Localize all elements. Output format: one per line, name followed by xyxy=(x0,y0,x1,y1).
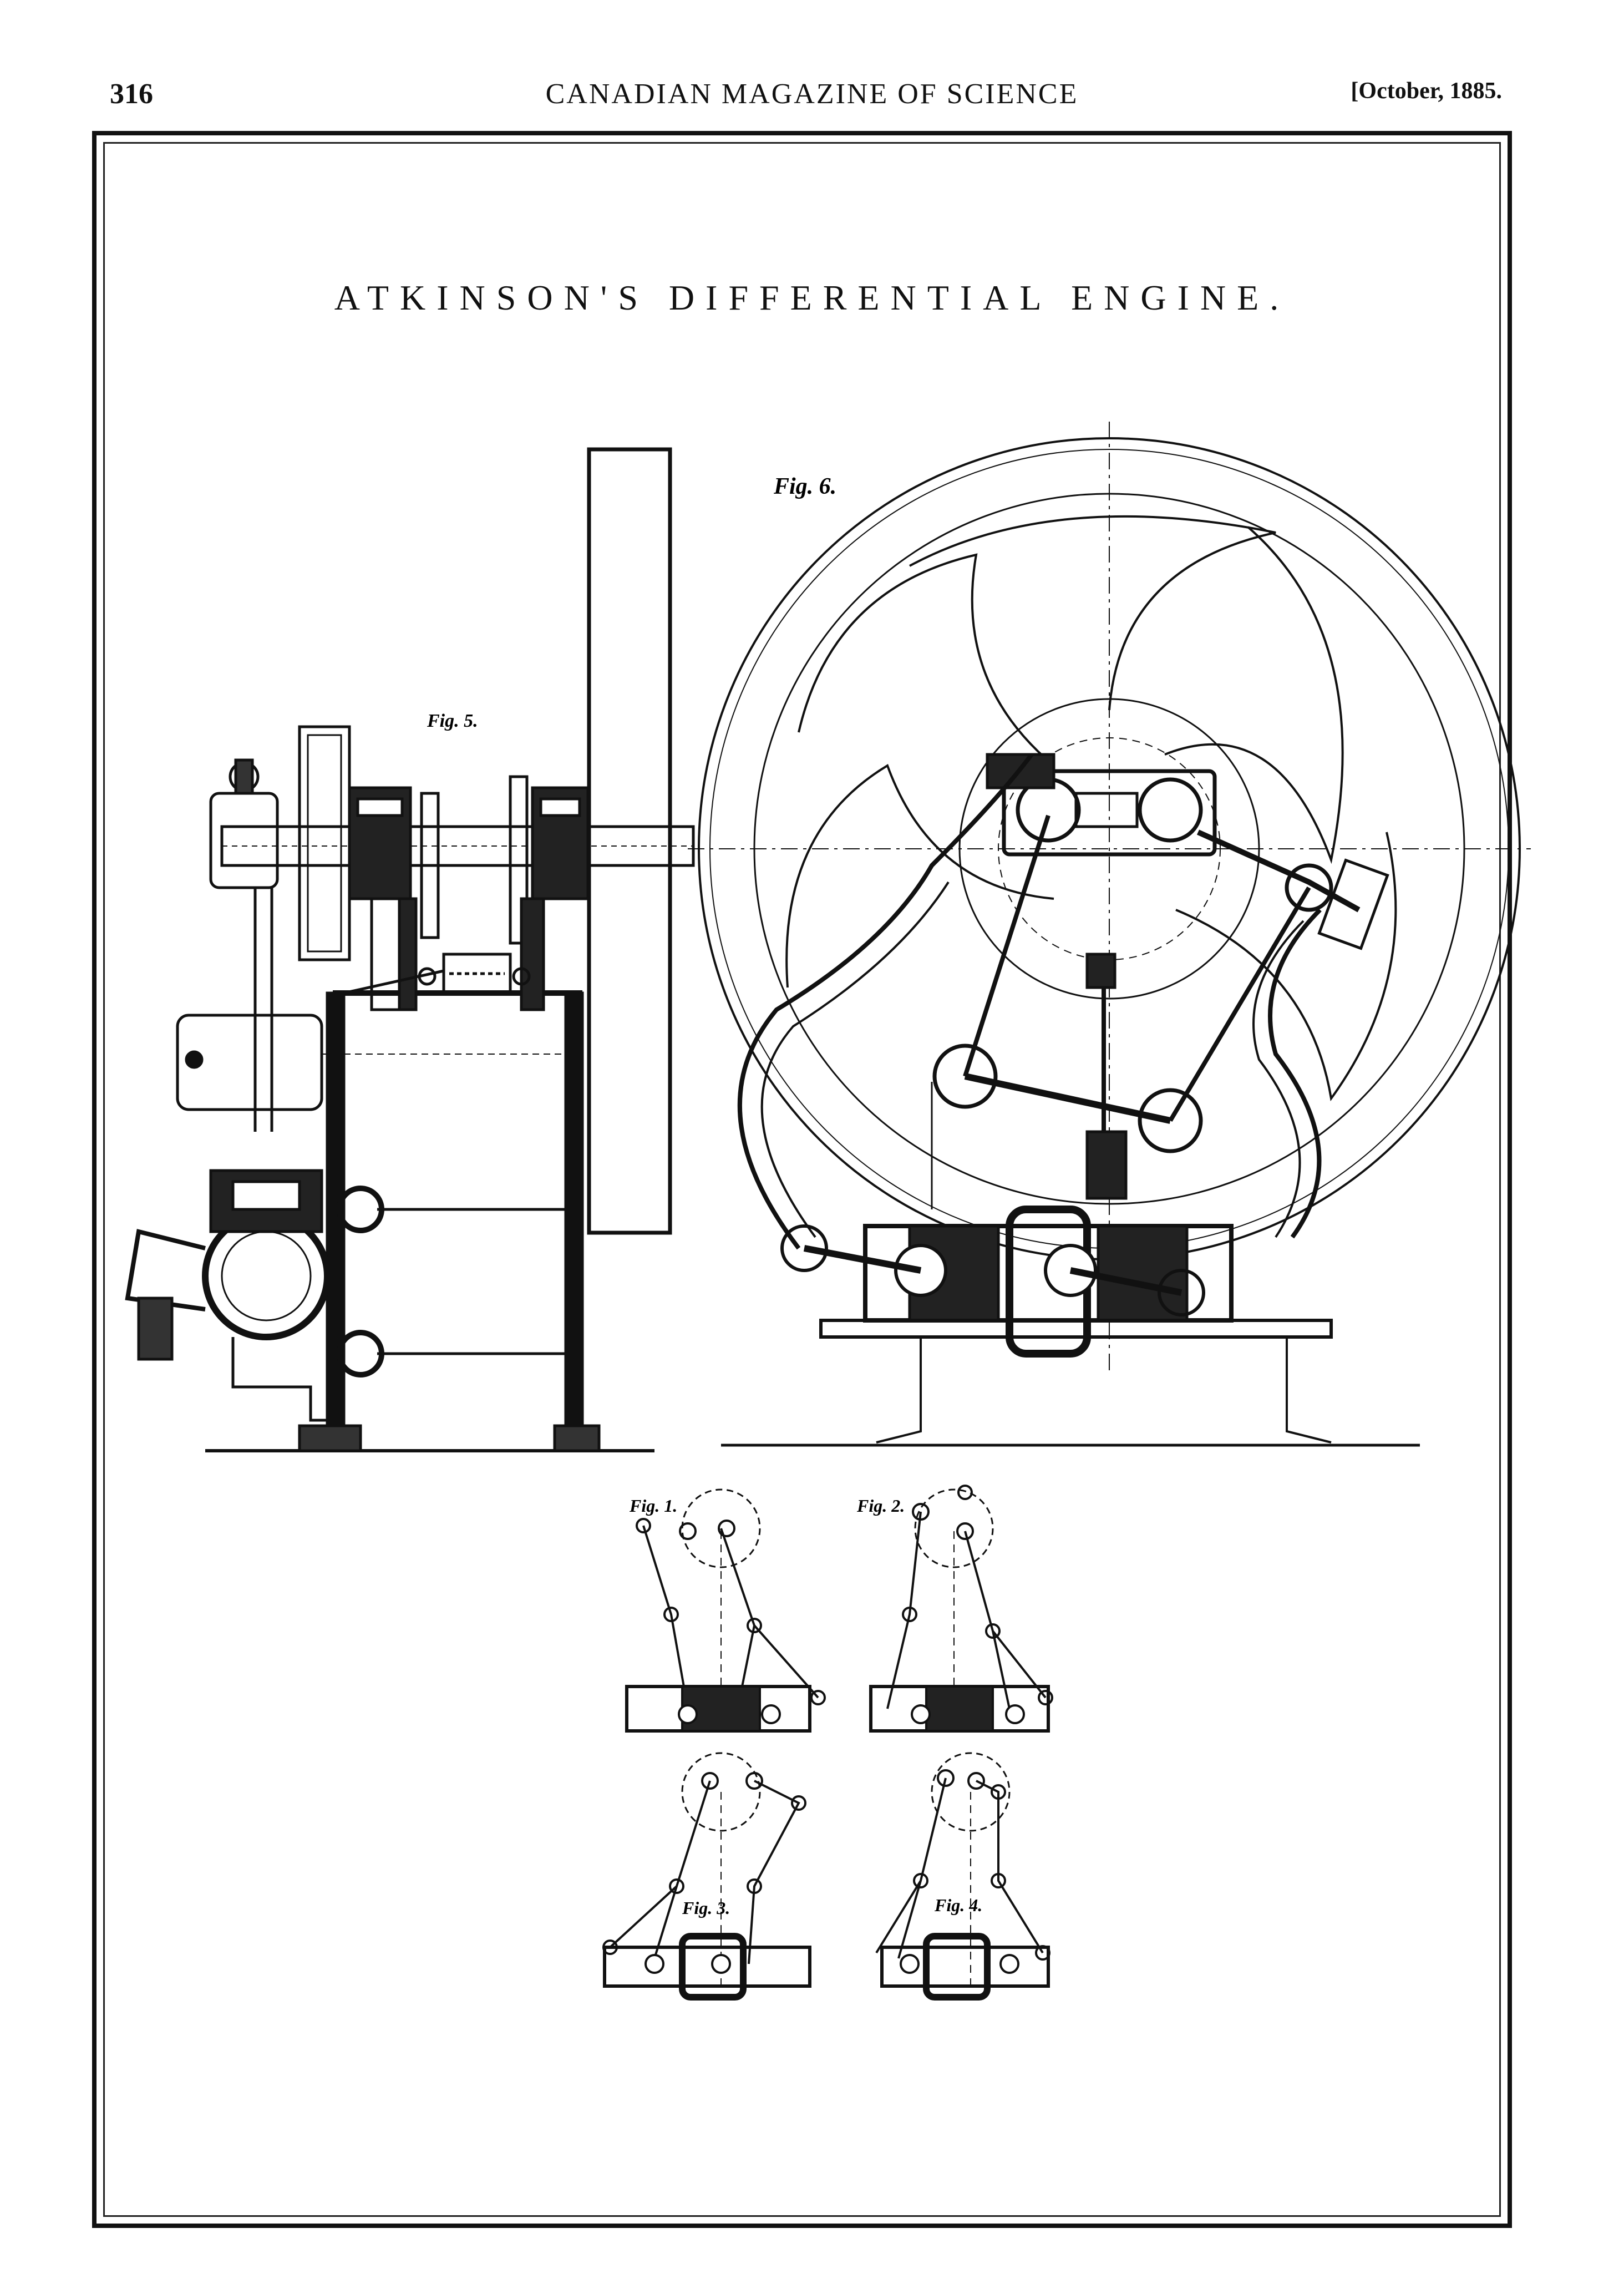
page-number: 316 xyxy=(110,78,153,110)
fig4-diagram xyxy=(875,1752,1050,2001)
fig5-label: Fig. 5. xyxy=(427,711,478,731)
fig3-label: Fig. 3. xyxy=(682,1898,730,1918)
fig1-label: Fig. 1. xyxy=(629,1496,677,1516)
fig3-diagram xyxy=(602,1752,811,2001)
journal-title: CANADIAN MAGAZINE OF SCIENCE xyxy=(545,78,1079,110)
plate-title: ATKINSON'S DIFFERENTIAL ENGINE. xyxy=(334,278,1290,317)
fig2-diagram xyxy=(869,1485,1053,1733)
fig6-label: Fig. 6. xyxy=(773,474,836,499)
running-head: 316 CANADIAN MAGAZINE OF SCIENCE [Octobe… xyxy=(0,78,1624,122)
plate-outer-border xyxy=(92,131,1512,2228)
issue-date: [October, 1885. xyxy=(1351,78,1502,104)
fig5-side-elevation xyxy=(125,447,695,1452)
fig1-diagram xyxy=(625,1488,826,1733)
fig2-label: Fig. 2. xyxy=(856,1496,905,1516)
fig6-front-elevation xyxy=(688,422,1531,1447)
plate-inner-border xyxy=(103,142,1501,2217)
fig4-label: Fig. 4. xyxy=(934,1895,982,1915)
